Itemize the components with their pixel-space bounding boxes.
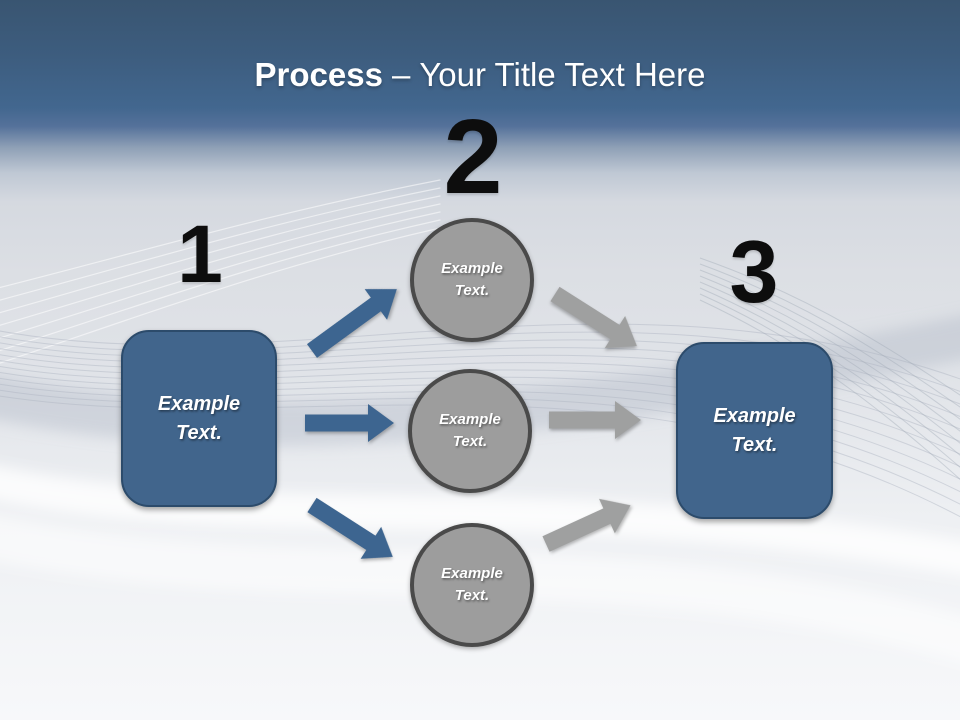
arrow-left-to-middle-circle [305,404,394,442]
step2-circle-bottom-line2: Text. [454,587,490,604]
step2-circle-top-label: Example Text. [441,258,503,303]
step3-box-label-line2: Text. [731,433,778,456]
wave-fan-upper-left [0,179,441,364]
step1-box: Example Text. [121,330,277,507]
title-emphasis: Process [254,56,383,93]
title-subtitle: Your Title Text Here [419,56,706,93]
step2-circle-top-line1: Example [441,259,503,277]
step1-box-label-line2: Text. [176,421,222,444]
step2-circle-middle-line2: Text. [452,433,488,450]
arrow-middle-circle-to-right [549,401,641,439]
step2-circle-middle-label: Example Text. [439,409,501,454]
step-number-1: 1 [177,209,223,300]
step-number-2: 2 [443,98,503,216]
step3-box-label-line1: Example [713,404,796,427]
step2-circle-bottom: Example Text. [410,523,534,647]
arrow-left-to-bottom-circle [307,497,393,559]
step2-circle-top-line2: Text. [454,282,490,299]
step-number-3: 3 [729,222,779,321]
arrow-left-to-top-circle [306,289,397,358]
arrow-top-circle-to-right [550,286,637,349]
step1-box-label: Example Text. [158,390,240,448]
arrow-bottom-circle-to-right [542,498,631,552]
slide-title: Process–Your Title Text Here [0,55,960,95]
wave-fan-right [699,257,960,480]
step3-box: Example Text. [676,342,833,519]
step1-box-label-line1: Example [157,392,241,415]
step2-circle-top: Example Text. [410,218,534,342]
title-separator: – [391,56,411,93]
step2-circle-bottom-line1: Example [441,564,503,582]
step2-circle-bottom-label: Example Text. [441,563,503,608]
step2-circle-middle: Example Text. [408,369,532,493]
step2-circle-middle-line1: Example [439,410,501,428]
step3-box-label: Example Text. [713,402,795,460]
